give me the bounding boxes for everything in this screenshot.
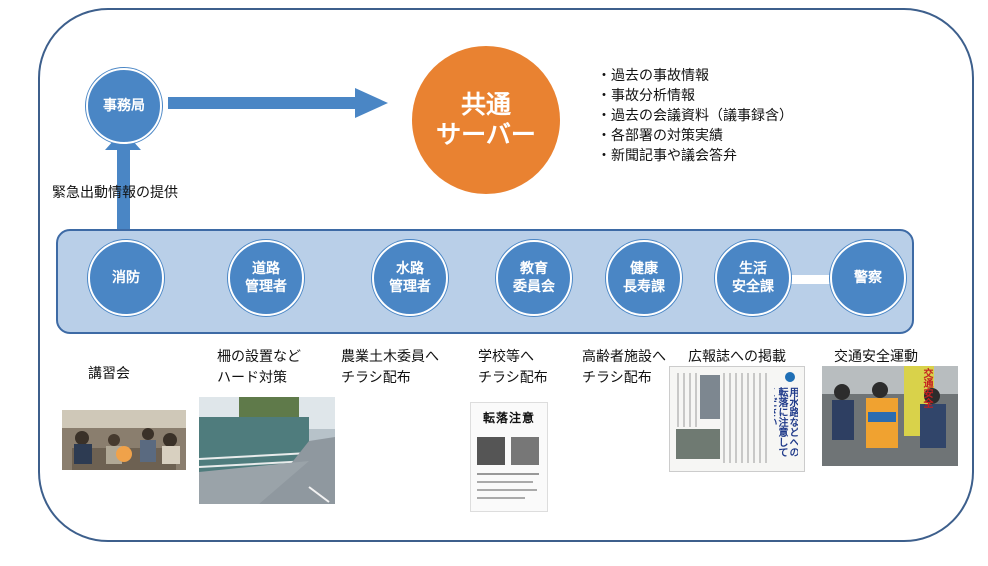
dept-label: 生活 安全課 bbox=[732, 261, 774, 295]
dept-node-safety: 生活 安全課 bbox=[715, 240, 791, 316]
arrow-office-to-server-head bbox=[355, 88, 388, 118]
photo-traffic-safety-campaign: 交通安全 bbox=[822, 366, 958, 466]
server-contents-list: ・過去の事故情報 ・事故分析情報 ・過去の会議資料（議事録含） ・各部署の対策実… bbox=[597, 66, 793, 166]
activity-label-safety: 広報誌への掲載 bbox=[688, 349, 786, 365]
activity-label-waterway: 農業土木委員へ チラシ配布 bbox=[341, 349, 439, 386]
server-content-item: ・過去の事故情報 bbox=[597, 68, 709, 84]
photo-training-session bbox=[62, 410, 186, 470]
common-server-node: 共通 サーバー bbox=[412, 46, 560, 194]
dept-label: 水路 管理者 bbox=[389, 261, 431, 295]
outer-frame bbox=[38, 8, 974, 542]
dept-node-police: 警察 bbox=[830, 240, 906, 316]
dept-node-road: 道路 管理者 bbox=[228, 240, 304, 316]
dept-label: 警察 bbox=[854, 270, 882, 286]
flyer-photo-right bbox=[511, 437, 539, 465]
dept-label: 健康 長寿課 bbox=[623, 261, 665, 295]
server-content-item: ・新聞記事や議会答弁 bbox=[597, 148, 737, 164]
arrow-fire-to-office bbox=[117, 150, 130, 240]
dept-node-education: 教育 委員会 bbox=[496, 240, 572, 316]
dept-node-waterway: 水路 管理者 bbox=[372, 240, 448, 316]
activity-label-police: 交通安全運動 bbox=[834, 349, 918, 365]
flyer-fall-warning: 転落注意 bbox=[470, 402, 548, 512]
activity-label-education: 学校等へ チラシ配布 bbox=[478, 349, 548, 386]
server-content-item: ・事故分析情報 bbox=[597, 88, 695, 104]
server-content-item: ・各部署の対策実績 bbox=[597, 128, 723, 144]
server-content-item: ・過去の会議資料（議事録含） bbox=[597, 108, 793, 124]
activity-label-fire: 講習会 bbox=[88, 366, 130, 382]
flyer-title: 転落注意 bbox=[482, 411, 535, 425]
dept-node-health: 健康 長寿課 bbox=[606, 240, 682, 316]
dept-label: 道路 管理者 bbox=[245, 261, 287, 295]
activity-label-health: 高齢者施設へ チラシ配布 bbox=[582, 349, 666, 386]
activity-label-road: 柵の設置など ハード対策 bbox=[217, 349, 301, 386]
provide-info-label: 緊急出動情報の提供 bbox=[52, 185, 178, 201]
bulletin-headline: 用水路などへの転落に注意してください bbox=[774, 387, 798, 457]
office-label: 事務局 bbox=[103, 98, 145, 114]
photo-fence-installation bbox=[199, 397, 335, 504]
dept-label: 教育 委員会 bbox=[513, 261, 555, 295]
dept-node-fire: 消防 bbox=[88, 240, 164, 316]
dept-label: 消防 bbox=[112, 270, 140, 286]
common-server-label: 共通 サーバー bbox=[436, 90, 536, 149]
office-node: 事務局 bbox=[86, 68, 162, 144]
flyer-photo-left bbox=[477, 437, 505, 465]
liaison-connector bbox=[784, 275, 836, 284]
campaign-banner-text: 交通安全 bbox=[921, 368, 932, 408]
bulletin-article: 用水路などへの転落に注意してください bbox=[669, 366, 805, 472]
